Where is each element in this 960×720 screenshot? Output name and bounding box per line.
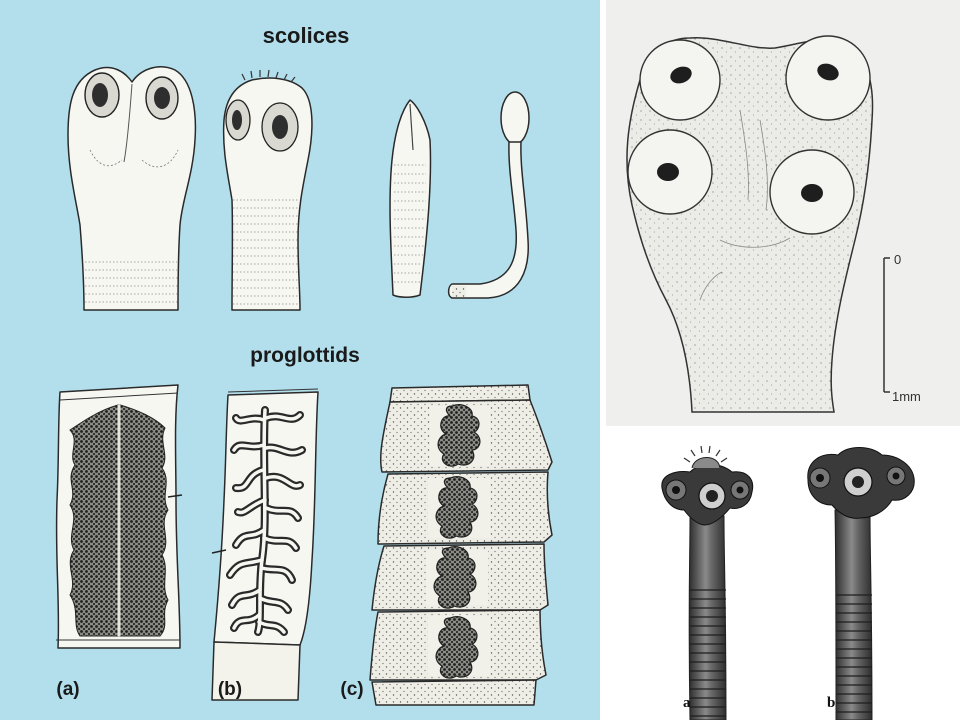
scolex-label-b: b — [827, 695, 835, 711]
scolices-heading: scolices — [263, 23, 350, 48]
scolex-photo-drawing-b — [807, 447, 915, 720]
scolex-drawing-2 — [222, 69, 313, 311]
sucker — [886, 466, 906, 486]
sucker — [698, 482, 726, 510]
genital-pore — [167, 494, 183, 498]
scolex-drawing-1 — [67, 66, 197, 311]
uterus-branches — [226, 406, 306, 636]
sucker — [665, 479, 687, 501]
sucker — [84, 72, 120, 118]
proglottid-label-a: (a) — [56, 679, 79, 700]
proglottid-drawing-b — [211, 388, 319, 701]
scolex-four-suckers-drawing — [626, 35, 874, 413]
scolex-drawing-3 — [389, 99, 432, 298]
sucker — [809, 467, 831, 489]
scolex-drawing-4 — [447, 91, 530, 299]
scale-bar: 0 1mm — [883, 252, 921, 404]
scale-bar-length-label: 1mm — [892, 389, 921, 404]
sucker — [261, 102, 299, 152]
proglottid-label-b: (b) — [218, 679, 242, 700]
sucker — [730, 480, 750, 500]
sucker — [639, 39, 721, 121]
sucker — [627, 129, 713, 215]
uterus-branches — [69, 404, 169, 637]
proglottids-heading: proglottids — [250, 344, 360, 367]
proglottid-drawing-a — [55, 384, 183, 649]
scolex-photo-drawing-a — [661, 445, 754, 720]
rostellum-hooks — [683, 445, 728, 469]
sucker — [785, 35, 871, 121]
sucker — [225, 99, 251, 141]
scolex-label-a: a — [683, 695, 691, 711]
scale-bar-zero-label: 0 — [894, 252, 901, 267]
genital-pore — [211, 549, 227, 554]
proglottid-drawing-c — [369, 384, 553, 706]
sucker — [769, 149, 855, 235]
sucker — [843, 467, 873, 497]
sucker — [145, 76, 179, 120]
proglottid-label-c: (c) — [340, 679, 363, 700]
rostellum-hooks — [241, 69, 296, 83]
